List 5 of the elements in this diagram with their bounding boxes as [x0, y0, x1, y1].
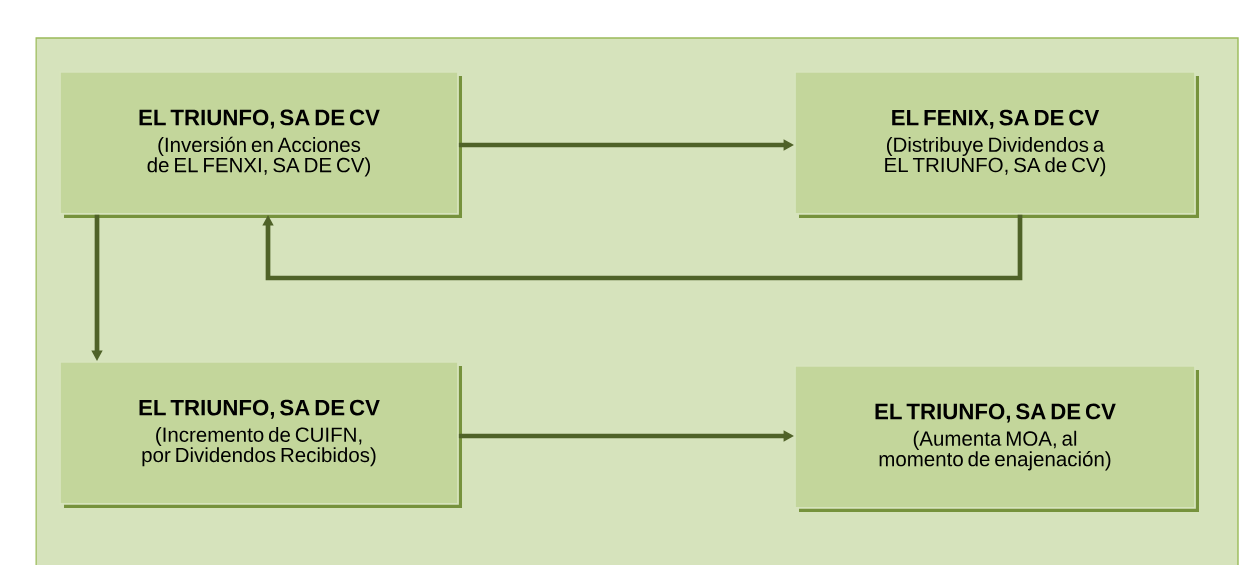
- company-box: EL FENIX, SA DE CV (Distribuye Dividendos a EL TRIUNFO, SA de CV): [794, 71, 1199, 218]
- arrow: [262, 214, 1023, 281]
- company-box: EL TRIUNFO, SA DE CV (Incremento de CUIFN, por Dividendos Recibidos): [59, 361, 462, 508]
- company-box: EL TRIUNFO, SA DE CV (Aumenta MOA, al momento de enajenación): [794, 365, 1199, 512]
- company-box: EL TRIUNFO, SA DE CV (Inversión en Acciones de EL FENXI, SA DE CV): [59, 71, 462, 218]
